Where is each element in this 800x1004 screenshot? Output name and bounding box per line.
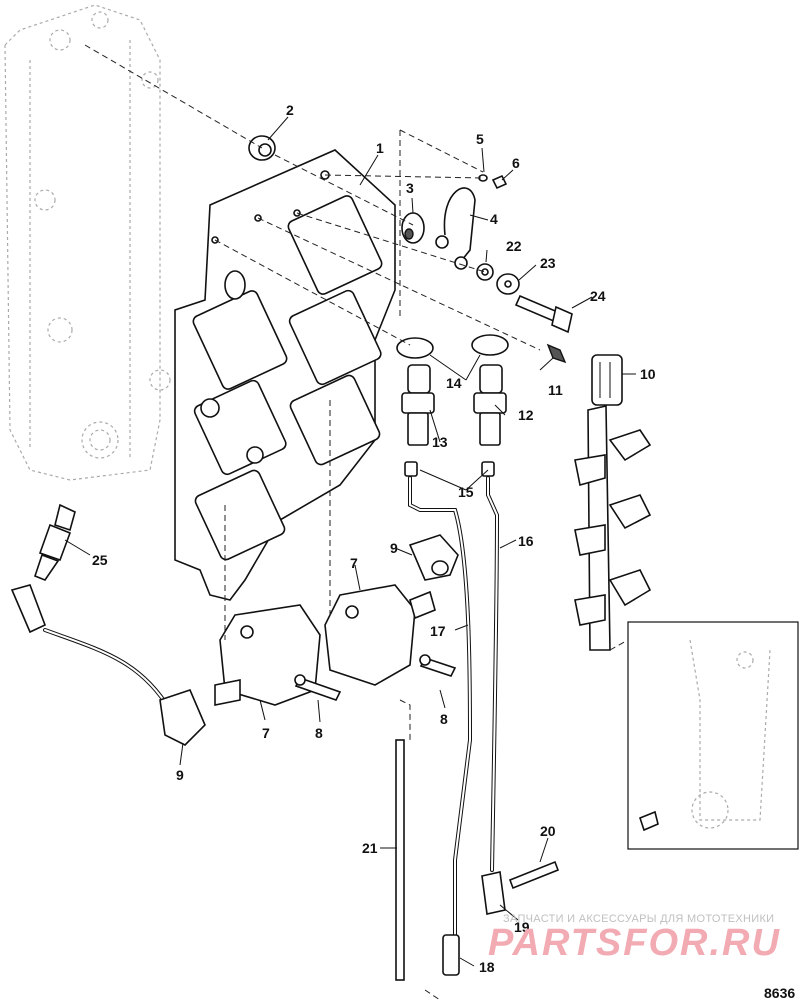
ground-strap-part-4 (435, 187, 476, 270)
callout-7-left: 7 (262, 725, 270, 741)
bolt-part-24 (514, 294, 573, 334)
callout-20: 20 (540, 823, 556, 839)
screw-part-11 (546, 343, 567, 364)
callout-7-right: 7 (350, 555, 358, 571)
wire-boot-part-9 (408, 534, 459, 581)
assembly-lines (84, 44, 629, 1001)
callout-11: 11 (548, 382, 563, 398)
sensor-part-12 (473, 364, 507, 446)
callout-19: 19 (514, 919, 530, 935)
hose-part-16 (486, 476, 500, 872)
callout-2: 2 (286, 102, 294, 118)
washer-part-22 (476, 263, 494, 281)
elbow-part-19 (481, 871, 506, 915)
fitting-part-15 (404, 461, 495, 477)
callout-23: 23 (540, 255, 556, 271)
callout-5: 5 (476, 131, 484, 147)
watermark-text: ЗАПЧАСТИ И АКСЕССУАРЫ ДЛЯ МОТОТЕХНИКИ (503, 913, 775, 925)
callout-24: 24 (590, 288, 606, 304)
tube-part-21 (395, 739, 405, 981)
callout-4: 4 (490, 211, 498, 227)
leader-lines (64, 116, 636, 967)
watermark-logo: PARTSFOR.RU (488, 922, 781, 964)
callout-9-upper: 9 (390, 540, 398, 556)
callout-16: 16 (518, 533, 534, 549)
wiring-harness (574, 405, 652, 651)
callout-17: 17 (430, 623, 446, 639)
spark-plug-lead-part-9 (10, 584, 206, 746)
figure-number: 8636 (764, 985, 796, 1001)
callout-22: 22 (506, 238, 522, 254)
callout-21: 21 (362, 840, 378, 856)
connector-part-10 (591, 354, 623, 406)
callout-10: 10 (640, 366, 656, 382)
callout-8-left: 8 (315, 725, 323, 741)
callout-18: 18 (479, 959, 495, 975)
inset-detail (627, 621, 799, 850)
callout-12: 12 (518, 407, 534, 423)
hose-part-17 (408, 476, 473, 937)
sensor-part-13 (401, 364, 435, 446)
washer-part-23 (496, 273, 520, 295)
spark-plug-part-25 (34, 503, 76, 581)
ignition-coil-part-7-left (214, 604, 321, 706)
callout-8-right: 8 (440, 711, 448, 727)
callout-25: 25 (92, 552, 108, 568)
callout-9-lower: 9 (176, 767, 184, 783)
callout-13: 13 (432, 434, 448, 450)
tube-part-20 (508, 860, 560, 890)
grommet-part-3 (401, 212, 425, 244)
callout-3: 3 (406, 180, 414, 196)
callout-1: 1 (376, 140, 384, 156)
mounting-plate (174, 149, 396, 601)
engine-block-outline (4, 4, 171, 481)
fitting-part-18 (442, 934, 460, 976)
ignition-coil-part-7-right (324, 584, 436, 686)
screw-part-8-right (419, 654, 457, 677)
screw-part-8-left (294, 674, 342, 701)
callout-14: 14 (446, 375, 462, 391)
callout-6: 6 (512, 155, 520, 171)
callout-15: 15 (458, 484, 474, 500)
callout-labels: 1 2 3 4 5 6 7 7 7 8 8 9 9 10 11 12 13 14… (92, 102, 656, 975)
clamp-part-14 (396, 334, 509, 359)
